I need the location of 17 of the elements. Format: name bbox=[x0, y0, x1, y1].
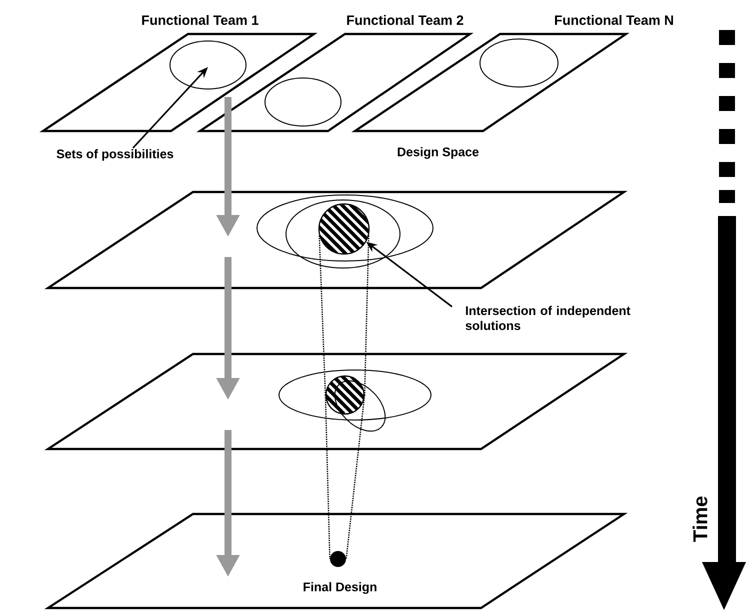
time-label: Time bbox=[692, 496, 708, 542]
team-heading: Functional Team 1 bbox=[142, 15, 258, 25]
hatched-intersection bbox=[325, 375, 365, 415]
layer-label: Design Space bbox=[398, 147, 479, 159]
convergence-lines bbox=[318, 236, 326, 396]
hatched-intersection bbox=[318, 203, 370, 255]
possibility-ellipse bbox=[264, 78, 342, 126]
callout-text: Intersection of independent solutions bbox=[466, 306, 630, 330]
final-design-label: Final Design bbox=[304, 582, 376, 594]
convergence-lines bbox=[324, 394, 330, 559]
convergence-lines bbox=[346, 394, 366, 560]
team-heading: Functional Team N bbox=[555, 15, 673, 25]
possibility-ellipse bbox=[480, 38, 558, 88]
callout-text: Sets of possibilities bbox=[56, 149, 174, 161]
convergence-lines bbox=[364, 236, 370, 395]
possibility-ellipse bbox=[170, 40, 246, 90]
team-heading: Functional Team 2 bbox=[347, 15, 464, 25]
